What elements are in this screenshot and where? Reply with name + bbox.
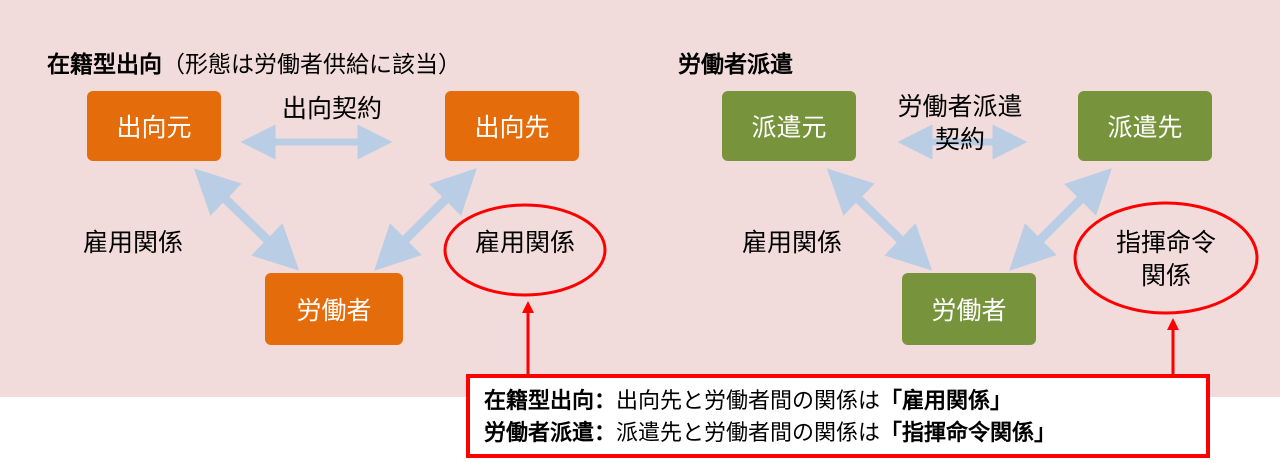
target-box-right: 派遣先 — [1078, 91, 1212, 161]
employment-label-highlighted: 雇用関係 — [474, 228, 575, 257]
source-worker-arrow-left — [193, 168, 300, 271]
highlight-ellipse-left — [443, 203, 607, 297]
contract-label-left: 出向契約 — [281, 94, 382, 123]
employment-label-right: 雇用関係 — [741, 228, 842, 257]
worker-box-left: 労働者 — [265, 273, 403, 345]
left-title: 在籍型出向（形態は労働者供給に該当） — [47, 52, 461, 78]
highlight-ellipse-right — [1073, 201, 1259, 315]
contract-label-right: 労働者派遣 契約 — [897, 92, 1023, 154]
employment-label-left: 雇用関係 — [82, 228, 183, 257]
summary-callout: 在籍型出向：出向先と労働者間の関係は「雇用関係」 労働者派遣：派遣先と労働者間の… — [466, 374, 1210, 458]
source-box-left: 出向元 — [87, 91, 221, 161]
command-label-highlighted: 指揮命令 関係 — [1115, 228, 1216, 290]
target-worker-arrow-left — [374, 168, 477, 271]
callout-line-1: 在籍型出向：出向先と労働者間の関係は「雇用関係」 — [484, 389, 1013, 414]
worker-box-right: 労働者 — [902, 273, 1036, 345]
target-worker-arrow-right — [1009, 168, 1112, 271]
right-title: 労働者派遣 — [678, 52, 793, 78]
target-box-left: 出向先 — [445, 91, 579, 161]
callout-line-2: 労働者派遣：派遣先と労働者間の関係は「指揮命令関係」 — [484, 421, 1057, 446]
source-worker-arrow-right — [826, 168, 933, 271]
source-box-right: 派遣元 — [722, 91, 856, 161]
